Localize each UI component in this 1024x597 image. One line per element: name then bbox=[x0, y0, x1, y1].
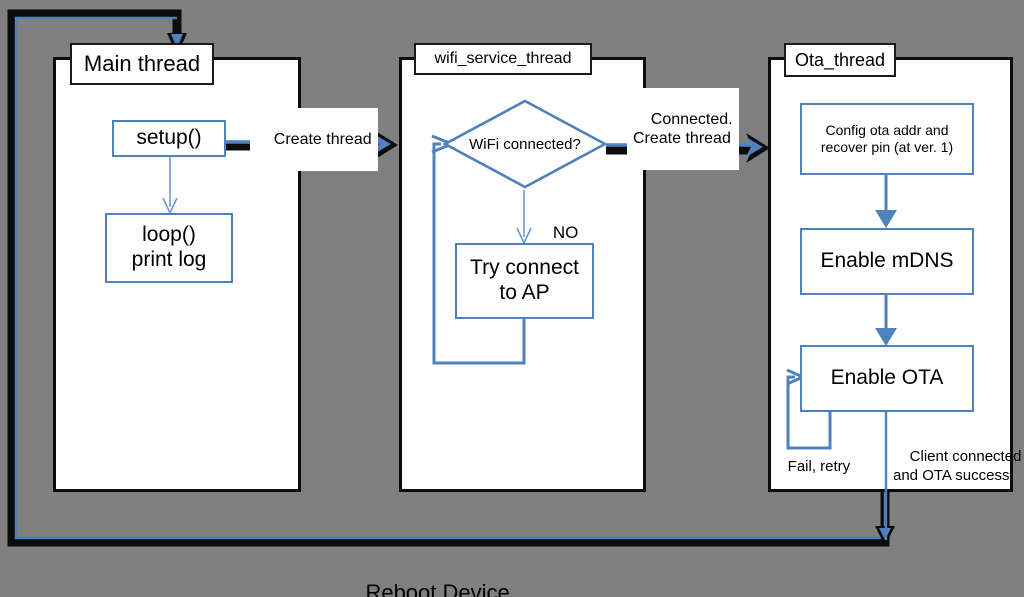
panel-title-main-thread: Main thread bbox=[70, 43, 214, 85]
node-enable-ota[interactable]: Enable OTA bbox=[800, 345, 974, 412]
node-wifi-connected-label: WiFi connected? bbox=[469, 135, 581, 153]
label-connected-create-thread: Connected. Create thread bbox=[627, 88, 739, 171]
panel-title-ota-thread-label: Ota_thread bbox=[794, 49, 886, 70]
label-reboot-device: Reboot Device bbox=[341, 553, 510, 597]
node-loop-print-log-label: loop() print log bbox=[131, 223, 207, 271]
node-enable-ota-label: Enable OTA bbox=[830, 366, 944, 390]
panel-title-wifi-service-thread: wifi_service_thread bbox=[414, 43, 592, 75]
label-client-connected: Client connected and OTA success bbox=[893, 430, 1021, 503]
label-no: NO bbox=[534, 202, 579, 264]
panel-title-wifi-service-thread-label: wifi_service_thread bbox=[434, 50, 572, 67]
node-wifi-connected[interactable]: WiFi connected? bbox=[442, 98, 608, 190]
node-config-ota-addr-label: Config ota addr and recover pin (at ver.… bbox=[820, 122, 954, 155]
label-connected-create-thread-text: Connected. Create thread bbox=[633, 110, 733, 148]
node-enable-mdns-label: Enable mDNS bbox=[820, 249, 954, 273]
panel-title-ota-thread: Ota_thread bbox=[784, 43, 896, 77]
label-no-text: NO bbox=[552, 222, 579, 242]
node-enable-mdns[interactable]: Enable mDNS bbox=[800, 228, 974, 295]
panel-title-main-thread-label: Main thread bbox=[83, 51, 201, 76]
label-fail-retry: Fail, retry bbox=[771, 440, 851, 495]
label-create-thread-text: Create thread bbox=[273, 130, 372, 148]
node-setup[interactable]: setup() bbox=[112, 120, 226, 157]
node-loop-print-log[interactable]: loop() print log bbox=[105, 213, 233, 283]
label-fail-retry-text: Fail, retry bbox=[787, 458, 851, 476]
label-create-thread: Create thread bbox=[250, 108, 378, 171]
label-reboot-device-text: Reboot Device bbox=[365, 579, 510, 597]
label-client-connected-text: Client connected and OTA success bbox=[893, 448, 1022, 484]
node-config-ota-addr[interactable]: Config ota addr and recover pin (at ver.… bbox=[800, 103, 974, 175]
node-setup-label: setup() bbox=[136, 126, 202, 150]
